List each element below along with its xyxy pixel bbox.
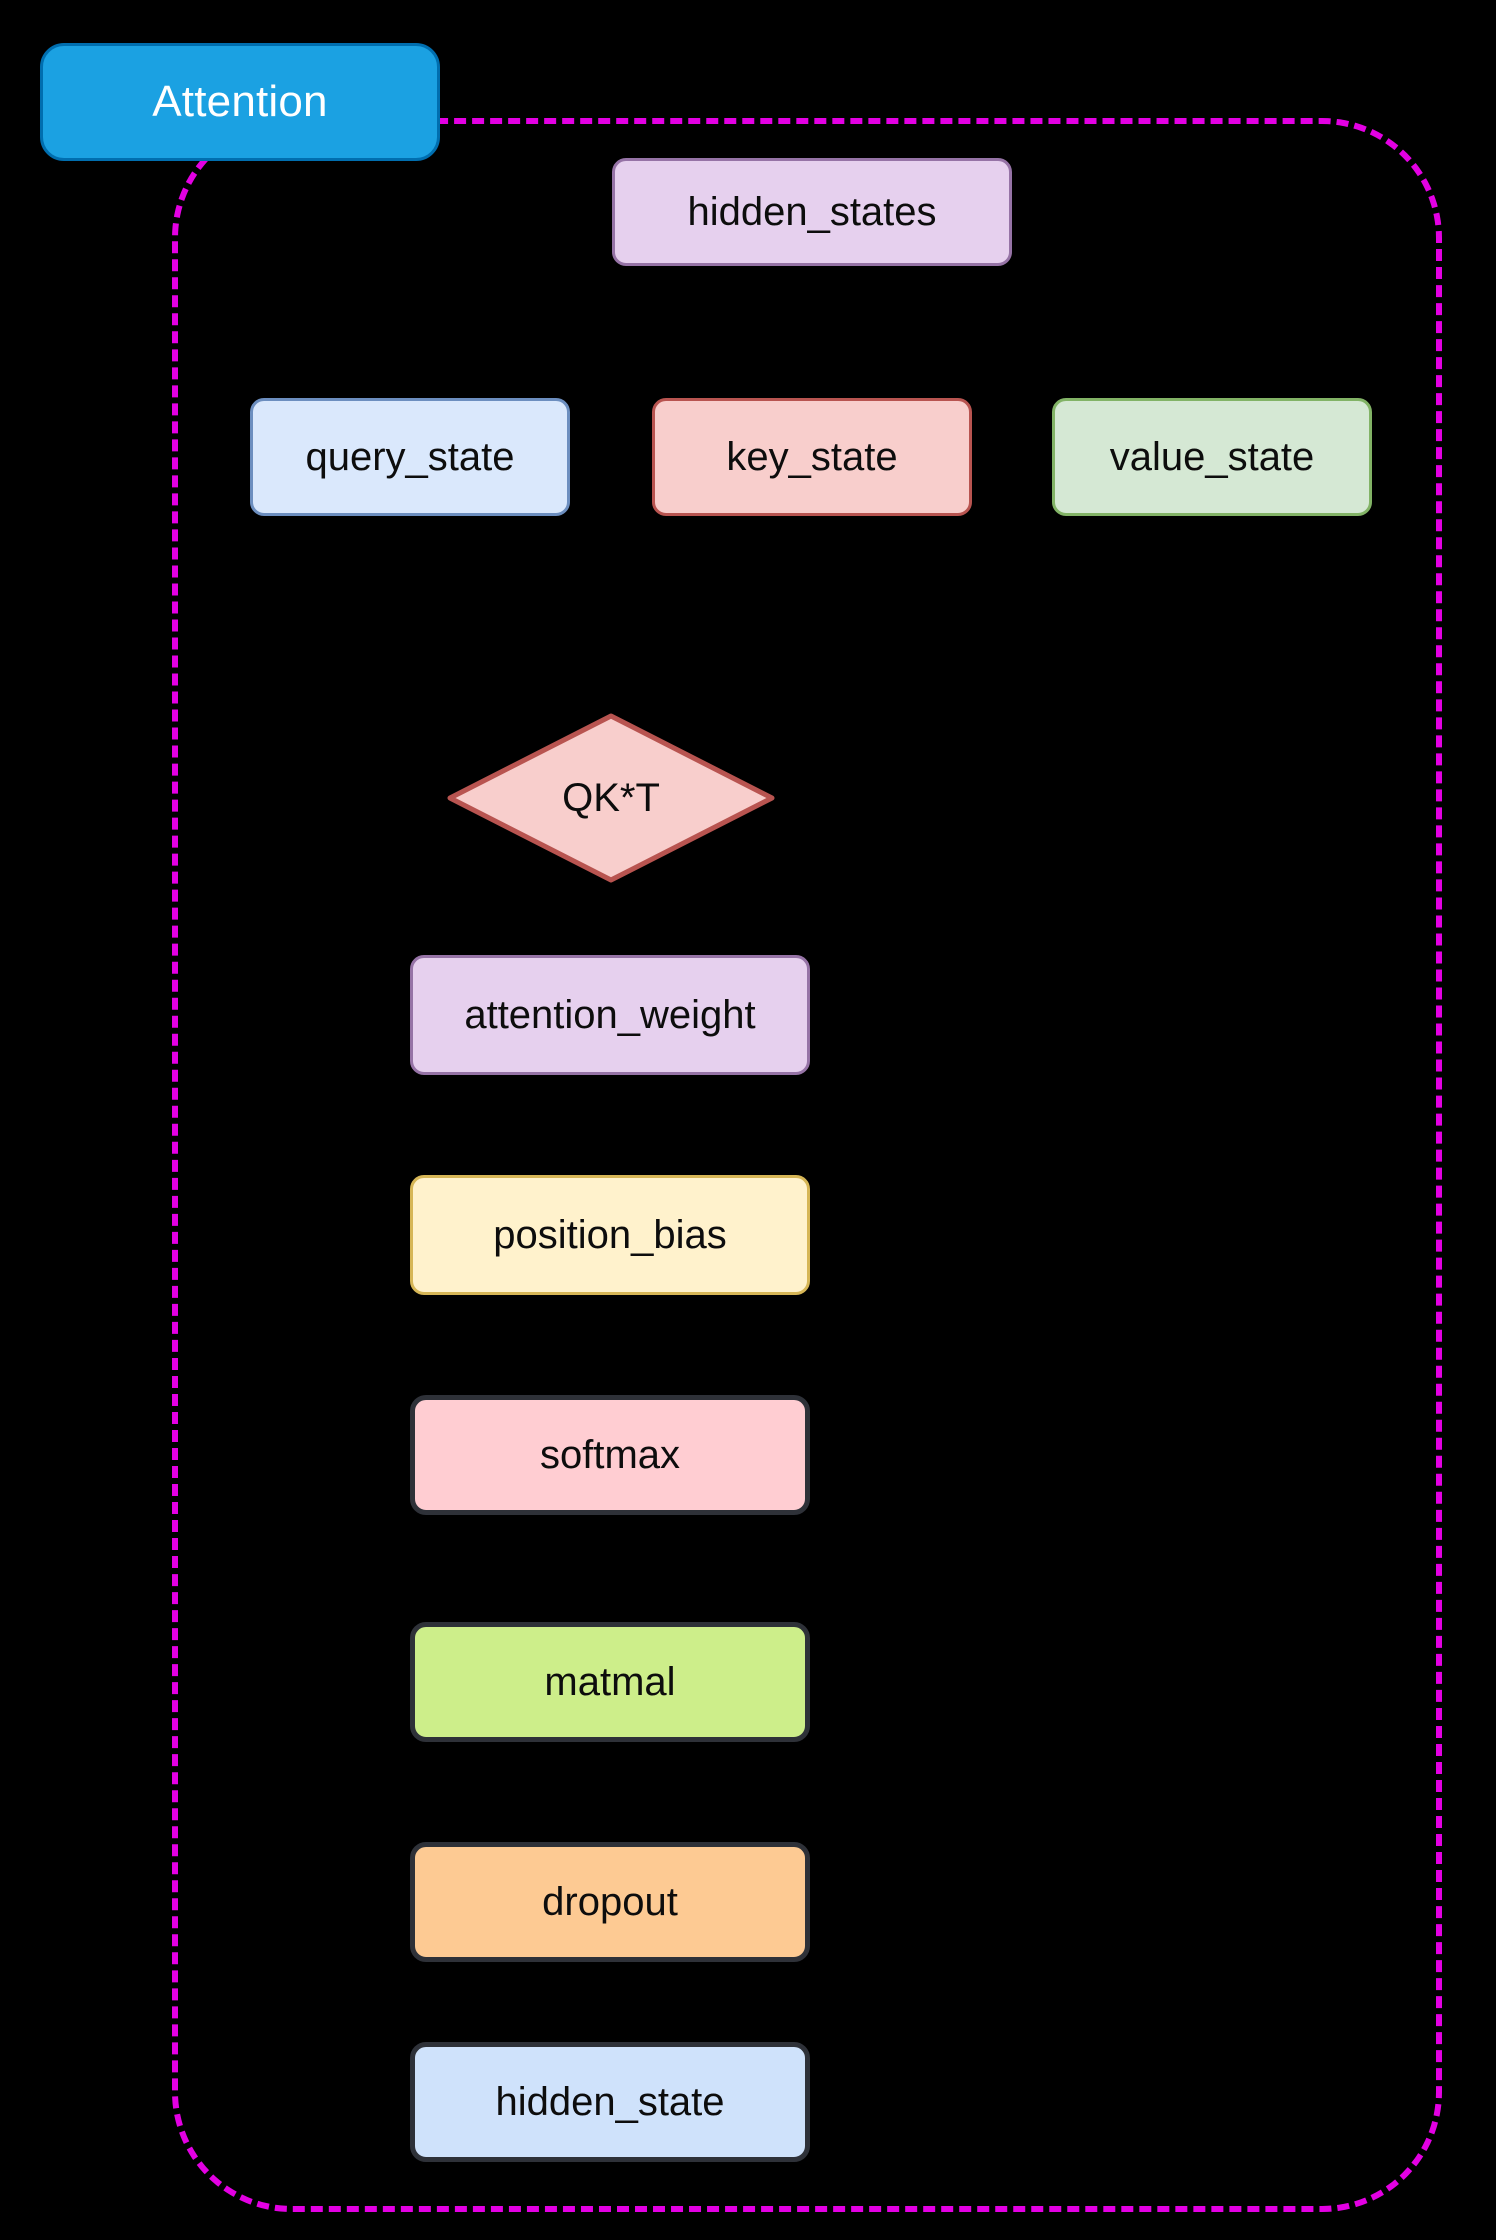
node-matmal-label: matmal: [544, 1660, 676, 1704]
node-hidden-state[interactable]: hidden_state: [410, 2042, 810, 2162]
node-hidden-state-label: hidden_state: [495, 2080, 725, 2124]
node-key-state[interactable]: key_state: [652, 398, 972, 516]
node-attention-weight-label: attention_weight: [464, 993, 756, 1037]
node-qkt[interactable]: QK*T: [446, 712, 776, 884]
node-query-state-label: query_state: [305, 435, 515, 479]
node-position-bias[interactable]: position_bias: [410, 1175, 810, 1295]
node-position-bias-label: position_bias: [493, 1213, 727, 1257]
node-value-state[interactable]: value_state: [1052, 398, 1372, 516]
node-dropout[interactable]: dropout: [410, 1842, 810, 1962]
node-dropout-label: dropout: [542, 1880, 678, 1924]
subgraph-title-attention[interactable]: Attention: [40, 43, 440, 161]
subgraph-title-label: Attention: [152, 77, 328, 126]
node-query-state[interactable]: query_state: [250, 398, 570, 516]
diamond-shape: [447, 713, 775, 883]
attention-subgraph-frame: [172, 118, 1442, 2212]
node-hidden-states-label: hidden_states: [687, 190, 937, 234]
node-attention-weight[interactable]: attention_weight: [410, 955, 810, 1075]
node-value-state-label: value_state: [1109, 435, 1315, 479]
node-softmax[interactable]: softmax: [410, 1395, 810, 1515]
node-matmal[interactable]: matmal: [410, 1622, 810, 1742]
node-softmax-label: softmax: [539, 1433, 681, 1477]
node-hidden-states[interactable]: hidden_states: [612, 158, 1012, 266]
node-key-state-label: key_state: [726, 435, 898, 479]
